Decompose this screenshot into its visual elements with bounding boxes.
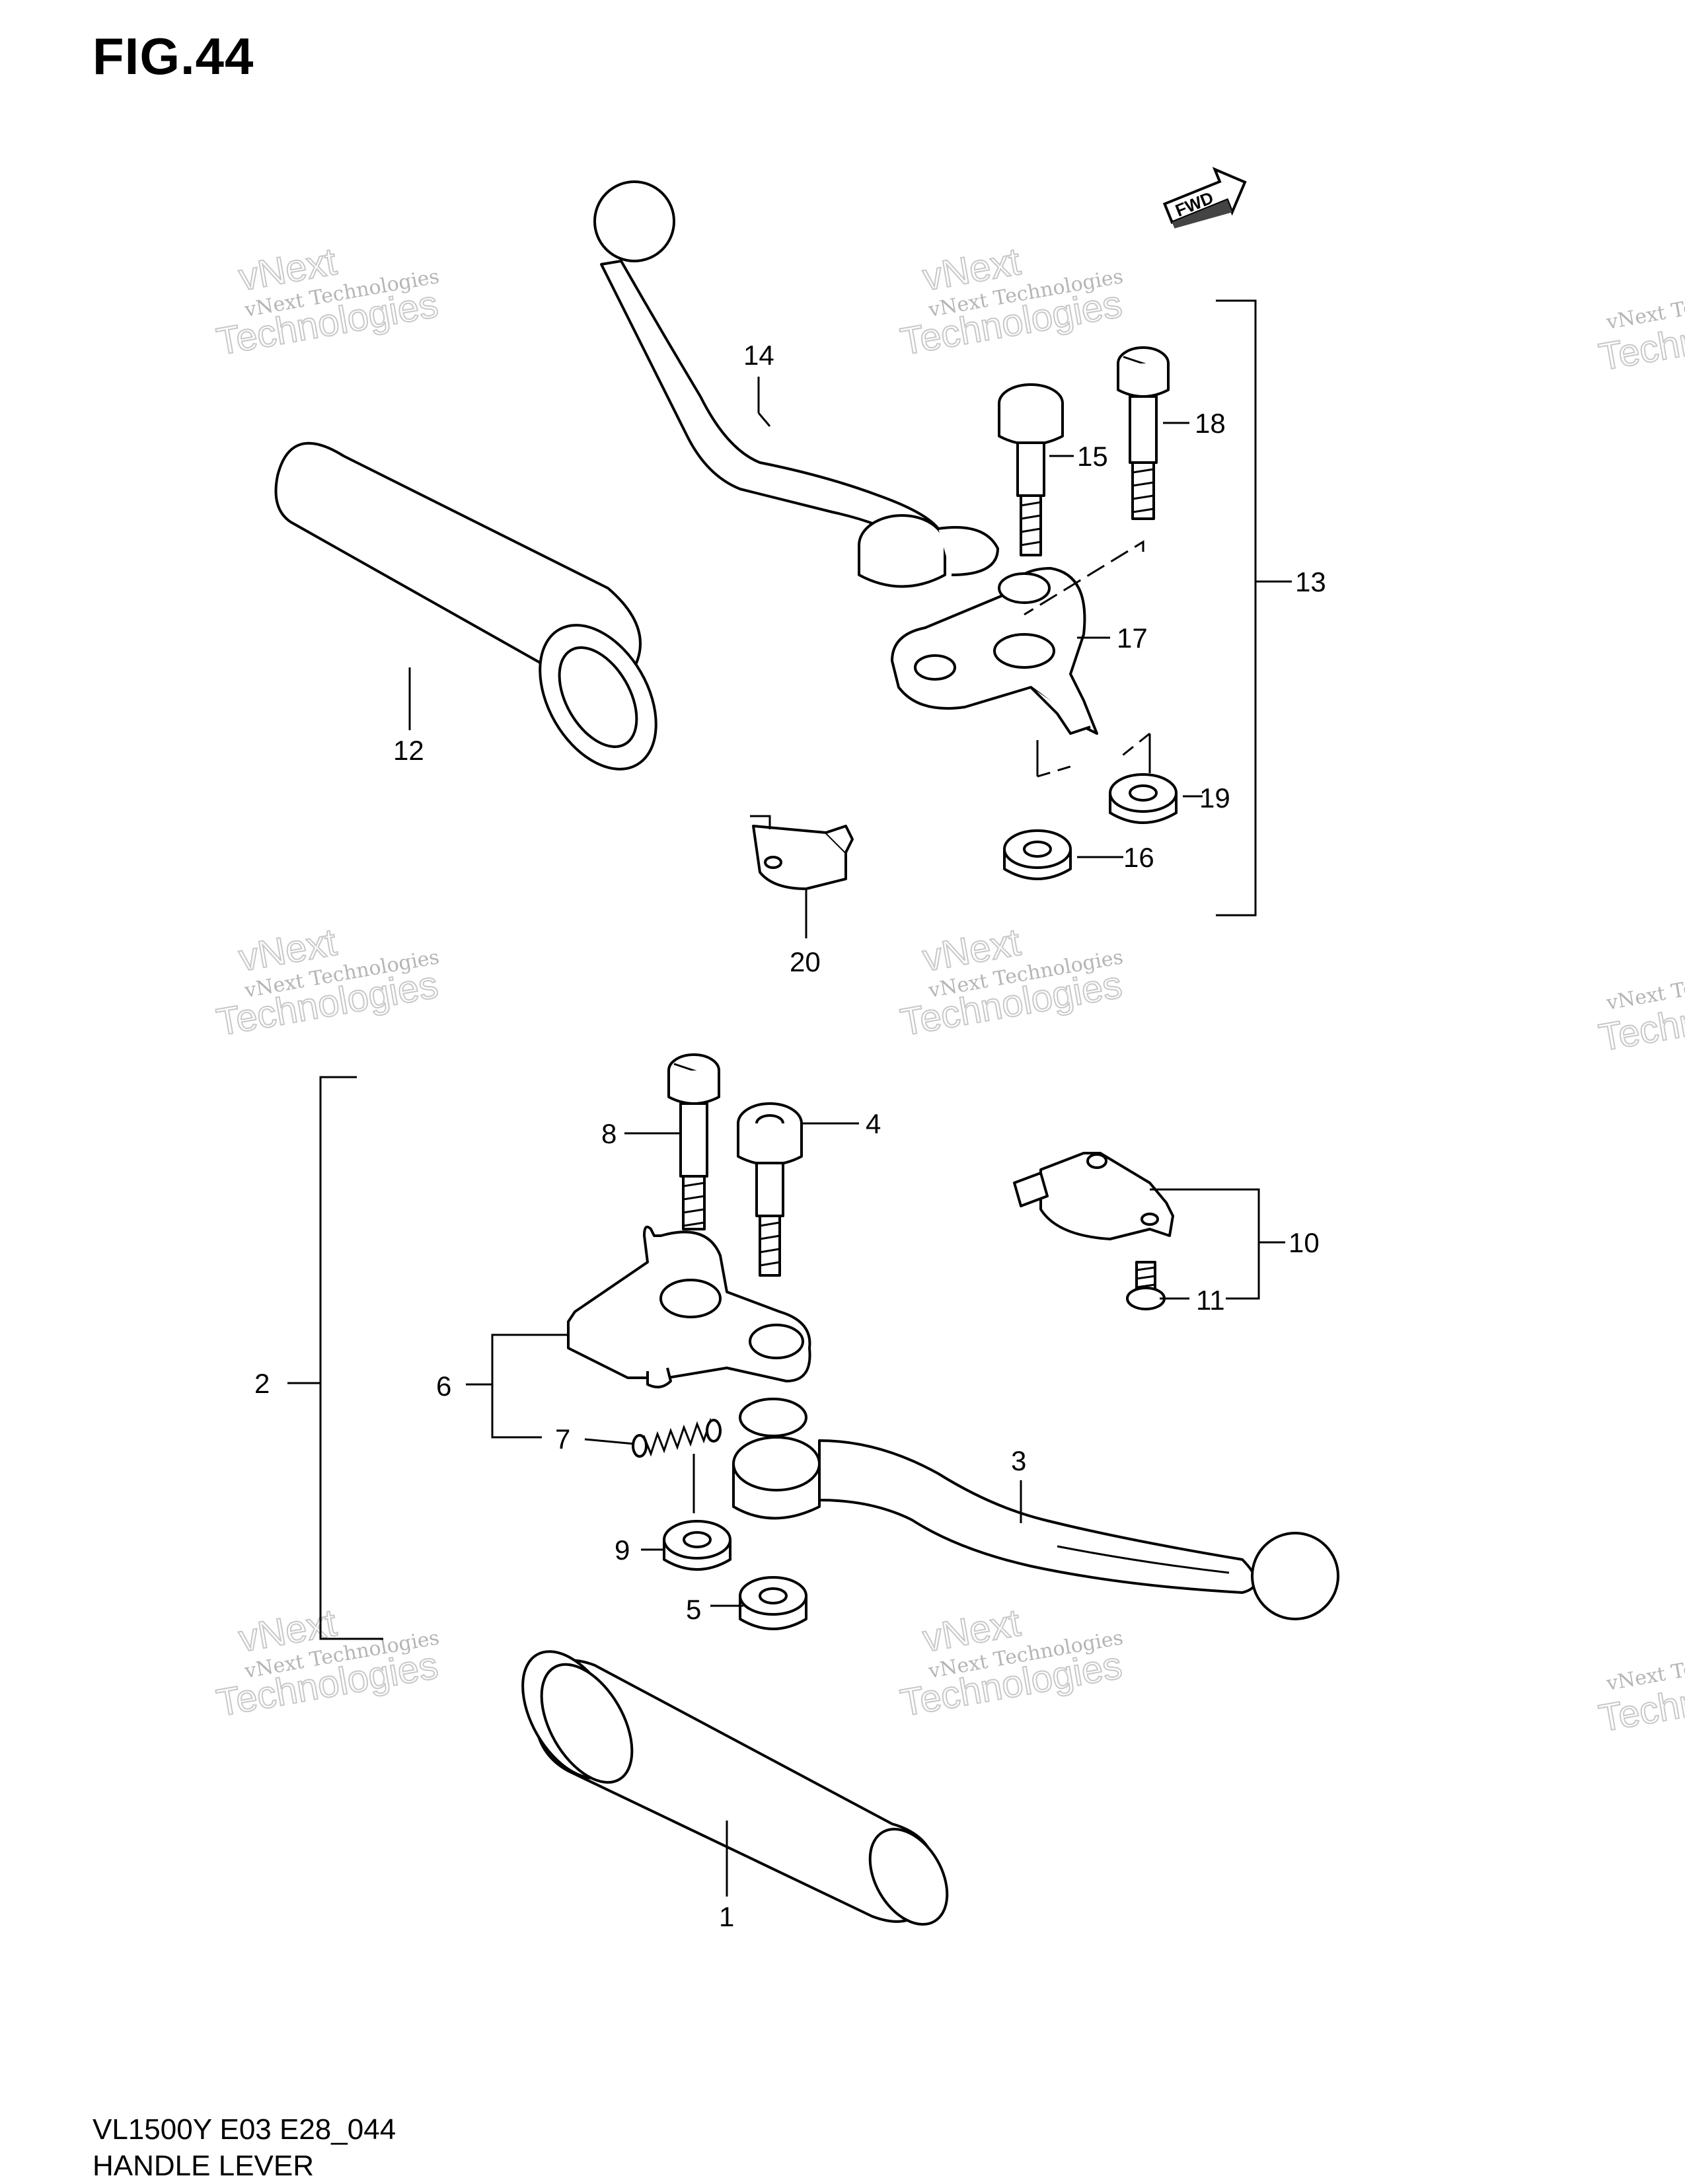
- part-labels: 14 15 18 13 17 12 19 16 20 8 4 10 11 2 6…: [254, 340, 1326, 1932]
- label-2: 2: [254, 1368, 270, 1399]
- label-5: 5: [686, 1594, 701, 1625]
- group-bracket-13: [1216, 299, 1292, 917]
- label-20: 20: [790, 946, 821, 977]
- part-16-nut: [1003, 829, 1072, 880]
- fwd-arrow-icon: FWD: [1162, 167, 1247, 229]
- label-15: 15: [1077, 441, 1108, 472]
- part-6-bracket: [567, 1225, 811, 1388]
- part-5-nut: [739, 1576, 807, 1630]
- figure-title: FIG.44: [93, 27, 254, 85]
- label-8: 8: [601, 1118, 617, 1149]
- part-20-switch: [750, 815, 854, 890]
- label-10: 10: [1289, 1227, 1320, 1258]
- leader-lines-upper: [408, 377, 1203, 938]
- footer: VL1500Y E03 E28_044 HANDLE LEVER: [93, 2111, 396, 2184]
- label-12: 12: [393, 735, 424, 766]
- part-15-bolt: [998, 383, 1064, 556]
- part-9-nut: [663, 1520, 731, 1571]
- part-3-lever: [732, 1398, 1339, 1620]
- part-11-screw: [1126, 1261, 1166, 1310]
- label-17: 17: [1117, 622, 1148, 654]
- part-8-screw: [667, 1053, 720, 1230]
- group-bracket-2: [287, 1076, 383, 1640]
- part-4-bolt: [737, 1102, 803, 1277]
- part-1-grip: [521, 1650, 949, 1926]
- part-10-switch: [1013, 1152, 1174, 1240]
- label-4: 4: [866, 1108, 881, 1139]
- label-3: 3: [1011, 1445, 1026, 1476]
- leader-lines-lower: [466, 1122, 1285, 1897]
- section-name: HANDLE LEVER: [93, 2150, 315, 2182]
- part-18-screw: [1117, 346, 1170, 520]
- label-7: 7: [555, 1423, 570, 1454]
- label-19: 19: [1199, 782, 1230, 813]
- label-16: 16: [1123, 842, 1154, 873]
- label-14: 14: [743, 340, 774, 371]
- label-18: 18: [1195, 408, 1226, 439]
- label-6: 6: [436, 1371, 451, 1402]
- part-14-lever: [593, 180, 999, 588]
- label-9: 9: [615, 1534, 630, 1565]
- label-1: 1: [719, 1901, 734, 1932]
- part-7-spring: [632, 1417, 722, 1458]
- label-13: 13: [1295, 566, 1326, 597]
- part-12-grip: [274, 441, 657, 771]
- label-11: 11: [1196, 1285, 1225, 1316]
- part-19-nut: [1109, 773, 1178, 824]
- part-17-bracket: [891, 567, 1098, 735]
- model-code: VL1500Y E03 E28_044: [93, 2113, 396, 2146]
